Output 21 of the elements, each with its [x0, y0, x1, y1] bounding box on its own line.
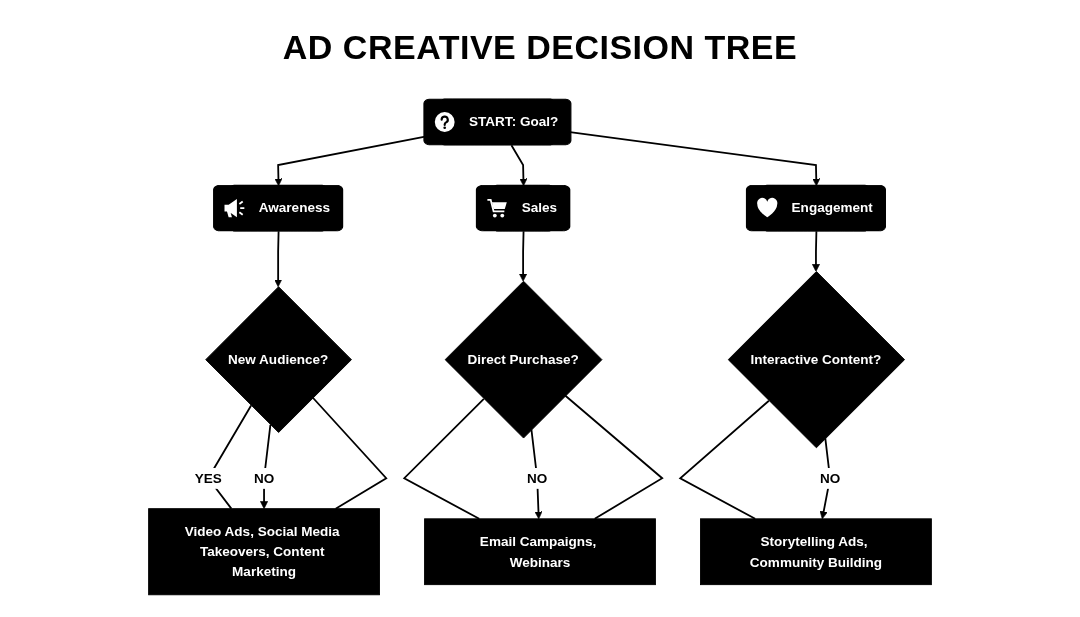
diagram-title: AD CREATIVE DECISION TREE — [282, 28, 798, 67]
arrow — [819, 437, 831, 520]
connector — [402, 397, 485, 520]
arrow — [274, 230, 283, 288]
edge-label: NO — [253, 469, 275, 486]
arrow — [519, 230, 528, 282]
edge-label: NO — [819, 469, 841, 486]
node-box: Video Ads, Social Media Takeovers, Content Marketing — [148, 508, 380, 596]
node-box: Email Campaigns, Webinars — [424, 518, 656, 586]
connector — [564, 394, 664, 520]
node-diamond: Interactive Content? — [727, 271, 906, 449]
node-box: Storytelling Ads, Community Building — [700, 518, 932, 586]
edge-label: NO — [527, 469, 548, 486]
connector — [312, 396, 388, 510]
connector — [678, 399, 770, 520]
node-diamond: Direct Purchase? — [444, 280, 603, 439]
edge-label: YES — [194, 469, 222, 486]
node-diamond: New Audience? — [205, 286, 352, 433]
arrow — [812, 230, 820, 272]
arrow — [510, 144, 528, 187]
arrow — [260, 423, 272, 509]
